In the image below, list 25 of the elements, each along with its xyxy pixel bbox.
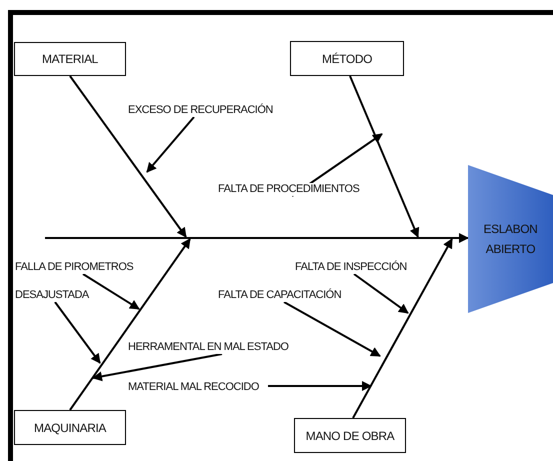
cause-label: FALTA DE INSPECCIÓN (295, 261, 407, 274)
bone-arrow (349, 76, 420, 238)
category-box: MAQUINARIA (14, 410, 126, 445)
cause-arrow (82, 273, 140, 310)
cause-arrow (146, 116, 195, 173)
cause-label: FALTA DE CAPACITACIÓN (218, 289, 342, 302)
cause-arrow (268, 381, 372, 391)
cause-arrow (353, 273, 409, 314)
cause-label: FALTA DE PROCEDIMIENTOS (218, 183, 360, 196)
category-box: MANO DE OBRA (294, 418, 406, 453)
cause-label: FALLA DE PIROMETROS (15, 261, 134, 274)
effect-label: ESLABON ABIERTO (482, 221, 538, 258)
cause-arrow (92, 353, 222, 382)
spine-arrow (452, 233, 469, 243)
cause-arrow (284, 301, 381, 357)
cause-arrow (54, 301, 101, 364)
spine-line (45, 237, 452, 239)
bone-arrow (352, 238, 453, 418)
cause-label: DESAJUSTADA (15, 289, 89, 302)
category-box: MÉTODO (290, 41, 404, 76)
cause-label: EXCESO DE RECUPERACIÓN (128, 104, 273, 117)
cause-label: HERRAMENTAL EN MAL ESTADO (128, 341, 288, 354)
bone-arrow (69, 75, 187, 238)
category-box: MATERIAL (14, 42, 126, 76)
bone-arrow (69, 238, 191, 411)
